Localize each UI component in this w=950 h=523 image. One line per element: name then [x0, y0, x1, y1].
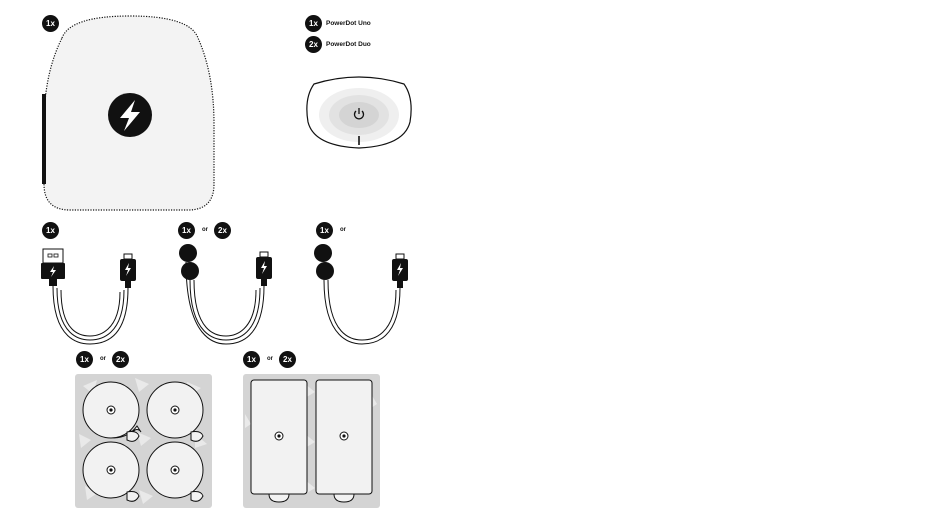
micro-usb-plug-icon — [256, 252, 272, 286]
device-duo-qty-badge: 2x — [305, 36, 322, 53]
snap-connector-icon — [179, 244, 197, 262]
single-lead-or-text: or — [340, 227, 346, 233]
usb-plug-icon — [41, 249, 65, 286]
device-uno-qty-badge: 1x — [305, 15, 322, 32]
rect-pads-qty-badge-2x: 2x — [279, 351, 296, 368]
device-uno-label: PowerDot Uno — [326, 20, 371, 27]
dual-snap-lead-illustration — [176, 244, 280, 348]
dual-lead-or-text: or — [202, 227, 208, 233]
round-pads-sheet-illustration — [75, 374, 212, 508]
dual-lead-qty-badge-2x: 2x — [214, 222, 231, 239]
micro-usb-plug-icon — [392, 254, 408, 288]
snap-connector-icon — [314, 244, 332, 262]
round-pads-qty-badge-1x: 1x — [76, 351, 93, 368]
rect-pads-qty-badge-1x: 1x — [243, 351, 260, 368]
rectangular-pads-sheet-illustration — [243, 374, 380, 508]
round-pads-or-text: or — [100, 356, 106, 362]
device-duo-label: PowerDot Duo — [326, 41, 371, 48]
micro-usb-plug-icon — [120, 254, 136, 288]
carrying-case-illustration — [40, 14, 220, 214]
dual-lead-qty-badge-1x: 1x — [178, 222, 195, 239]
rect-pads-or-text: or — [267, 356, 273, 362]
powerdot-device-illustration — [304, 76, 414, 152]
single-lead-qty-badge: 1x — [316, 222, 333, 239]
snap-connector-icon — [316, 262, 334, 280]
round-pads-qty-badge-2x: 2x — [112, 351, 129, 368]
usb-charging-cable-illustration — [40, 246, 145, 348]
usb-cable-qty-badge: 1x — [42, 222, 59, 239]
snap-connector-icon — [181, 262, 199, 280]
single-snap-lead-illustration — [312, 244, 416, 348]
